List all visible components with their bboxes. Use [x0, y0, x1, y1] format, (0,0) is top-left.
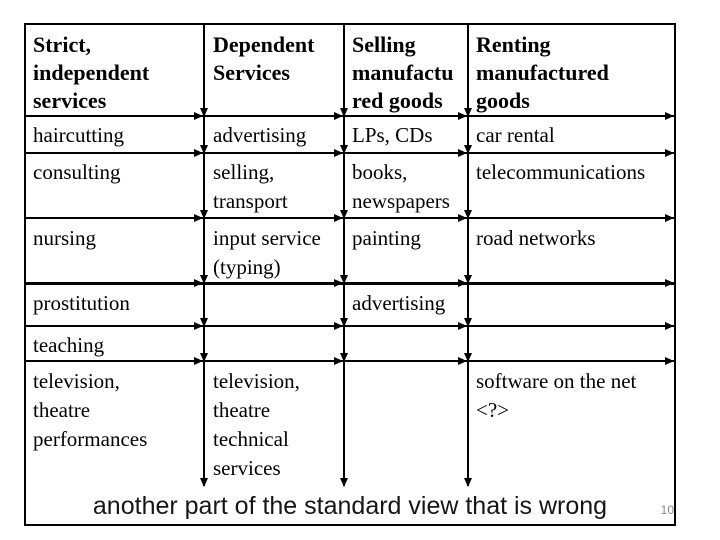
table-cell-r0-c2: LPs, CDs — [352, 123, 433, 147]
arrowhead-icon — [464, 108, 472, 117]
table-cell-r0-c0: haircutting — [33, 123, 124, 147]
table-cell-r1-c3: telecommunications — [476, 160, 646, 184]
grid-line — [24, 152, 674, 154]
caption: another part of the standard view that i… — [92, 492, 608, 520]
arrowhead-icon — [458, 112, 467, 120]
table-cell-r2-c0: nursing — [33, 226, 96, 250]
arrowhead-icon — [665, 357, 674, 365]
table-cell-r1-c1: selling, transport — [213, 160, 288, 213]
arrowhead-icon — [334, 357, 343, 365]
table-header-dependent-services: Dependent Services — [213, 32, 315, 85]
arrowhead-icon — [194, 112, 203, 120]
arrowhead-icon — [340, 108, 348, 117]
grid-line — [203, 23, 205, 486]
arrowhead-icon — [665, 322, 674, 330]
arrowhead-icon — [334, 279, 343, 287]
arrowhead-icon — [665, 112, 674, 120]
grid-line — [24, 360, 674, 362]
arrowhead-icon — [334, 214, 343, 222]
arrowhead-icon — [464, 318, 472, 327]
arrowhead-icon — [464, 145, 472, 154]
table-cell-r0-c3: car rental — [476, 123, 555, 147]
arrowhead-icon — [464, 210, 472, 219]
arrowhead-icon — [340, 478, 348, 487]
grid-line — [24, 282, 674, 285]
arrowhead-icon — [200, 353, 208, 362]
arrowhead-icon — [458, 149, 467, 157]
grid-line — [24, 115, 674, 117]
arrowhead-icon — [200, 145, 208, 154]
arrowhead-icon — [665, 279, 674, 287]
table-cell-r2-c1: input service (typing) — [213, 226, 321, 279]
table-cell-r1-c0: consulting — [33, 160, 121, 184]
arrowhead-icon — [194, 214, 203, 222]
arrowhead-icon — [340, 318, 348, 327]
arrowhead-icon — [464, 478, 472, 487]
table-header-selling-manufactured-goods: Selling manufactu red goods — [352, 32, 454, 113]
arrowhead-icon — [200, 210, 208, 219]
table-cell-r3-c2: advertising — [352, 291, 446, 315]
table-header-strict-independent-services: Strict, independent services — [33, 32, 150, 113]
grid-line — [343, 23, 345, 486]
table-cell-r4-c0: teaching — [33, 333, 105, 357]
table-cell-r5-c1: television, theatre technical services — [213, 369, 300, 480]
grid-line — [24, 325, 674, 327]
arrowhead-icon — [340, 353, 348, 362]
table-cell-r1-c2: books, newspapers — [352, 160, 450, 213]
arrowhead-icon — [464, 275, 472, 284]
table-cell-r5-c3: software on the net <?> — [476, 369, 637, 422]
table-header-renting-manufactured-goods: Renting manufactured goods — [476, 32, 609, 113]
arrowhead-icon — [340, 145, 348, 154]
arrowhead-icon — [464, 353, 472, 362]
arrowhead-icon — [458, 279, 467, 287]
table-cell-r0-c1: advertising — [213, 123, 307, 147]
arrowhead-icon — [334, 112, 343, 120]
arrowhead-icon — [194, 149, 203, 157]
arrowhead-icon — [458, 322, 467, 330]
table-cell-r2-c2: painting — [352, 226, 421, 250]
arrowhead-icon — [200, 318, 208, 327]
arrowhead-icon — [340, 275, 348, 284]
page-number: 10 — [660, 503, 674, 517]
arrowhead-icon — [458, 214, 467, 222]
table-cell-r3-c0: prostitution — [33, 291, 130, 315]
arrowhead-icon — [200, 108, 208, 117]
table-frame — [24, 23, 676, 526]
table-cell-r5-c0: television, theatre performances — [33, 369, 148, 451]
arrowhead-icon — [200, 478, 208, 487]
grid-line — [24, 217, 674, 219]
arrowhead-icon — [340, 210, 348, 219]
grid-line — [467, 23, 469, 486]
arrowhead-icon — [334, 322, 343, 330]
arrowhead-icon — [194, 279, 203, 287]
arrowhead-icon — [194, 357, 203, 365]
arrowhead-icon — [665, 214, 674, 222]
arrowhead-icon — [458, 357, 467, 365]
arrowhead-icon — [194, 322, 203, 330]
arrowhead-icon — [200, 275, 208, 284]
arrowhead-icon — [334, 149, 343, 157]
table-cell-r2-c3: road networks — [476, 226, 596, 250]
arrowhead-icon — [665, 149, 674, 157]
